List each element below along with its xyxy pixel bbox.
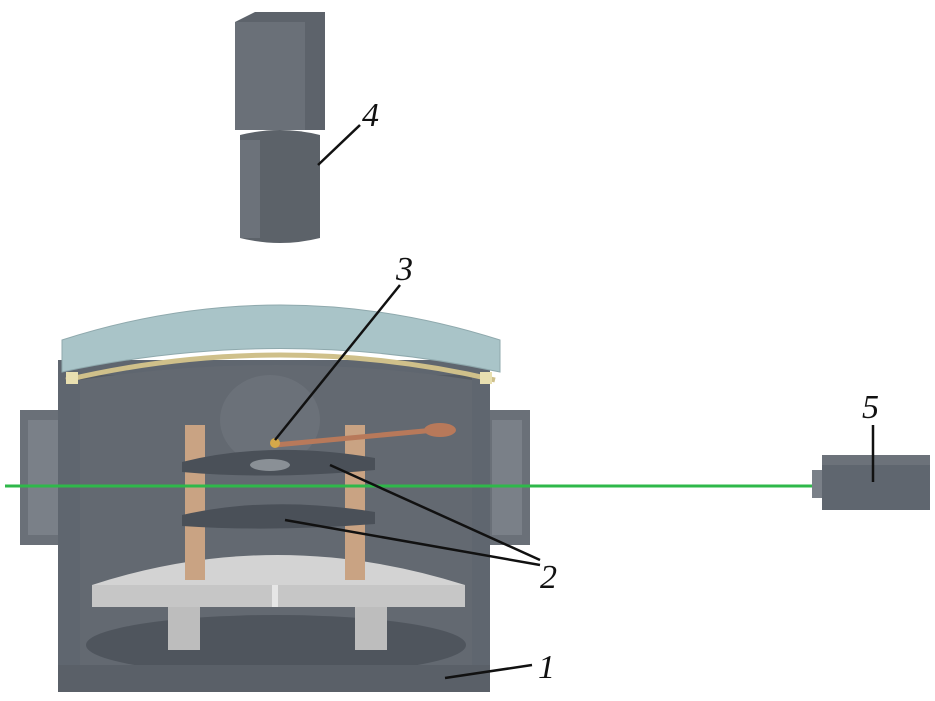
label-5: 5 — [862, 389, 879, 426]
label-2: 2 — [540, 559, 557, 596]
support-post-left — [185, 425, 205, 580]
leader-line-2b — [284, 518, 541, 567]
camera — [235, 12, 325, 243]
support-post-right — [345, 425, 365, 580]
leader-line-1 — [444, 663, 533, 680]
glass-lid — [61, 304, 501, 384]
leader-line-3 — [274, 284, 401, 441]
detector — [812, 455, 930, 510]
label-1: 1 — [538, 649, 555, 686]
leader-line-2a — [329, 463, 541, 562]
label-4: 4 — [362, 97, 379, 134]
electrode-plates — [182, 449, 375, 529]
leader-line-4 — [317, 124, 361, 166]
cantilever — [270, 423, 456, 448]
label-3: 3 — [395, 251, 413, 288]
